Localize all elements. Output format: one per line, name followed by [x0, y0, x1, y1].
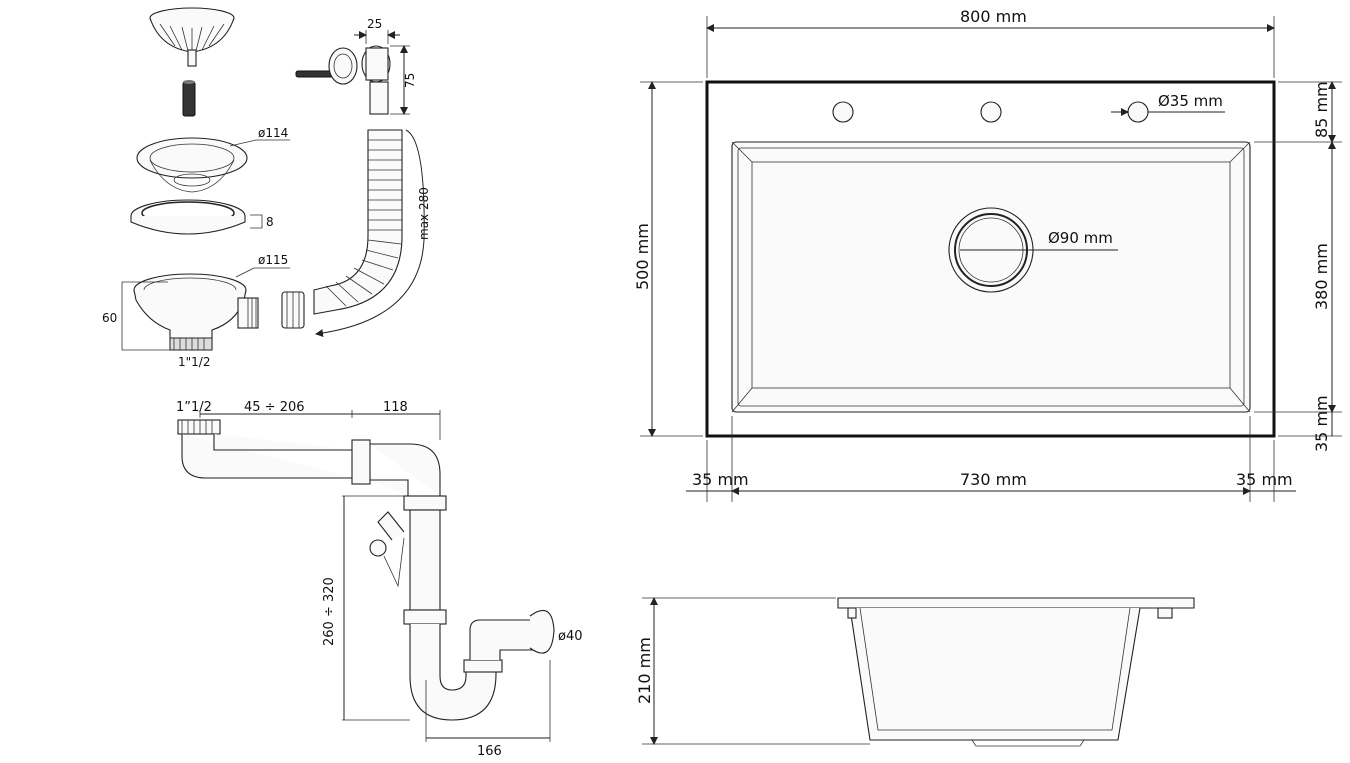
overall-depth-label: 500 mm	[633, 223, 652, 290]
washer-height-label: 8	[266, 215, 274, 229]
body-height-label: 60	[102, 311, 117, 325]
sink-height-label: 210 mm	[635, 637, 654, 704]
tap-hole-right	[1127, 101, 1149, 123]
overall-width-label: 800 mm	[960, 7, 1027, 26]
drain-diameter-label: Ø90 mm	[1048, 229, 1113, 247]
siphon-assembly	[177, 410, 555, 742]
strainer-diameter-label: ø114	[258, 126, 288, 140]
sink-top-view	[705, 80, 1276, 438]
rubber-washer	[130, 199, 263, 235]
sink-side-view	[642, 597, 1195, 747]
overflow-assembly	[295, 30, 410, 115]
flexible-hose	[281, 129, 425, 338]
tap-hole-center	[980, 101, 1002, 123]
horizontal-range-label: 45 ÷ 206	[244, 400, 305, 415]
bowl-depth-label: 380 mm	[1312, 243, 1331, 310]
trap-width-label: 166	[477, 744, 502, 759]
drain-body	[121, 267, 290, 351]
right-margin-label: 35 mm	[1236, 470, 1293, 489]
bowl-width-label: 730 mm	[960, 470, 1027, 489]
hose-length-label: max 280	[417, 187, 431, 240]
strainer-screw	[182, 80, 196, 117]
sink-dimension-lines	[640, 16, 1342, 502]
left-margin-label: 35 mm	[692, 470, 749, 489]
back-margin-label: 85 mm	[1312, 81, 1331, 138]
elbow-width-label: 118	[383, 400, 408, 415]
overflow-height-label: 75	[403, 73, 417, 88]
siphon-outlet-diameter-label: ø40	[558, 629, 583, 644]
outlet-diameter-label: ø115	[258, 253, 288, 267]
inlet-thread-label: 1”1/2	[176, 400, 212, 415]
overflow-width-label: 25	[367, 17, 382, 31]
vertical-range-label: 260 ÷ 320	[322, 577, 337, 646]
tap-hole-left	[832, 101, 854, 123]
tap-hole-diameter-label: Ø35 mm	[1158, 92, 1223, 110]
thread-size-label: 1"1/2	[178, 355, 210, 369]
strainer-flange	[136, 137, 290, 193]
front-margin-label: 35 mm	[1312, 395, 1331, 452]
strainer-basket	[149, 7, 235, 67]
